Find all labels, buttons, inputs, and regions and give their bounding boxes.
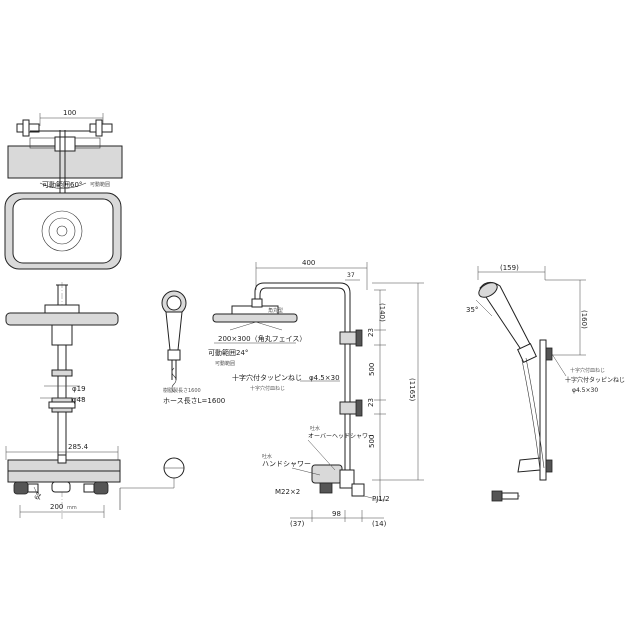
hose-note: 樹脂製長さ1600 xyxy=(163,387,201,394)
dim-phi48: φ48 xyxy=(72,396,86,404)
dim-98: 98 xyxy=(332,510,341,518)
dim-285: 285.4 xyxy=(68,443,89,451)
slide-bar-side-view: (159) (160) 35° 十字穴付皿ねじ 十字穴付タッピンねじ φ4.5×… xyxy=(466,264,625,502)
dim-phi19: φ19 xyxy=(72,385,86,393)
screw-label: 十字穴付タッピンねじ φ4.5×30 xyxy=(232,373,340,382)
dim-14: (14) xyxy=(372,520,387,528)
screw-note: 十字穴付皿ねじ xyxy=(250,385,285,392)
m22-label: M22×2 xyxy=(275,488,300,496)
dim-140: (140) xyxy=(378,303,386,322)
dim-500a: 500 xyxy=(368,363,376,376)
dim-1165: (1165) xyxy=(408,378,416,402)
swing-range-note: 可動範囲 xyxy=(90,181,110,188)
head-size-label: 200×300（角丸フェイス） xyxy=(218,334,306,343)
pj-label: PJ1/2 xyxy=(372,495,390,503)
dim-160: (160) xyxy=(580,310,588,329)
screw2-note: 十字穴付皿ねじ xyxy=(570,367,605,374)
system-elevation-view: 400 37 角丸型 200×300（角丸フェイス） 可動範囲24° 可動範囲 … xyxy=(208,259,424,528)
swing-range-label: 可動範囲60° xyxy=(42,180,82,189)
dim-159: (159) xyxy=(500,264,519,272)
hose-length-label: ホース長さL=1600 xyxy=(163,397,225,405)
dim-23a: 23 xyxy=(367,328,375,337)
dim-400: 400 xyxy=(302,259,315,267)
dim-23b: 23 xyxy=(367,398,375,407)
dim-37b: (37) xyxy=(290,520,305,528)
top-view-faucet: 100 可動範囲60° 可動範囲 xyxy=(4,109,123,270)
hand-shower-view: 樹脂製長さ1600 ホース長さL=1600 xyxy=(120,290,225,489)
dim-35-angle: 35° xyxy=(466,306,478,314)
head-shape-note: 角丸型 xyxy=(268,307,283,314)
screw2-label-a: 十字穴付タッピンねじ xyxy=(565,376,625,384)
screw2-label-b: φ4.5×30 xyxy=(572,387,598,394)
hand-note: 吐水 xyxy=(262,453,272,460)
dim-500b: 500 xyxy=(368,435,376,448)
hand-label: ハンドシャワー xyxy=(262,460,311,468)
dim-100: 100 xyxy=(63,109,76,117)
front-view: φ19 φ48 285.4 62 200 mm xyxy=(5,282,121,520)
tilt-range-label: 可動範囲24° xyxy=(208,348,248,357)
dim-200: 200 xyxy=(50,503,63,511)
dim-37: 37 xyxy=(347,272,355,279)
overhead-note: 吐水 xyxy=(310,425,320,432)
dim-62: 62 xyxy=(33,491,43,501)
overhead-label: オーバーヘッドシャワー xyxy=(308,433,374,440)
dim-mm-unit: mm xyxy=(67,505,77,511)
tilt-range-note: 可動範囲 xyxy=(215,360,235,367)
